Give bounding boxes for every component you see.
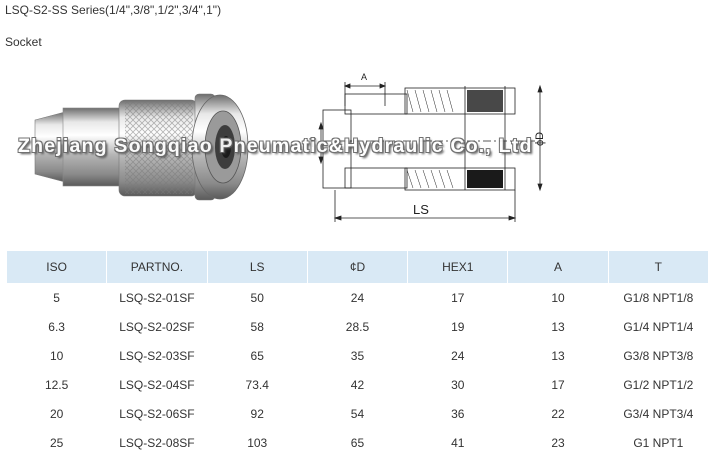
- cell-ls: 73.4: [206, 370, 308, 400]
- cell-d: 28.5: [306, 312, 409, 342]
- table-row: 12.5 LSQ-S2-04SF 73.4 42 30 17 G1/2 NPT1…: [5, 370, 710, 400]
- cell-a: 10: [507, 283, 609, 313]
- cell-d: 65: [306, 428, 409, 458]
- cell-ls: 92: [206, 399, 308, 429]
- header-d: ¢D: [306, 250, 409, 284]
- cell-iso: 25: [5, 428, 108, 458]
- cell-iso: 5: [5, 283, 108, 313]
- header-hex1: HEX1: [407, 250, 509, 284]
- table-row: 6.3 LSQ-S2-02SF 58 28.5 19 13 G1/4 NPT1/…: [5, 312, 710, 342]
- dimension-label-a: A: [361, 72, 367, 82]
- page-title: LSQ-S2-SS Series(1/4",3/8",1/2",3/4",1"): [5, 3, 222, 17]
- technical-drawing: A T ϕD LS: [309, 72, 546, 222]
- page-subtitle: Socket: [5, 35, 42, 49]
- table-row: 25 LSQ-S2-08SF 103 65 41 23 G1 NPT1: [5, 428, 710, 458]
- header-partno: PARTNO.: [106, 250, 208, 284]
- cell-a: 13: [507, 341, 609, 371]
- cell-t: G1 NPT1: [607, 428, 710, 458]
- cell-hex1: 24: [407, 341, 509, 371]
- cell-ls: 103: [206, 428, 308, 458]
- table-row: 10 LSQ-S2-03SF 65 35 24 13 G3/8 NPT3/8: [5, 341, 710, 371]
- cell-partno: LSQ-S2-01SF: [106, 283, 208, 313]
- cell-partno: LSQ-S2-03SF: [106, 341, 208, 371]
- cell-partno: LSQ-S2-06SF: [106, 399, 208, 429]
- dimension-label-d: ϕD: [534, 132, 546, 146]
- cell-a: 23: [507, 428, 609, 458]
- cell-d: 42: [306, 370, 409, 400]
- cell-partno: LSQ-S2-04SF: [106, 370, 208, 400]
- cell-hex1: 41: [407, 428, 509, 458]
- cell-t: G1/8 NPT1/8: [607, 283, 710, 313]
- cell-t: G3/4 NPT3/4: [607, 399, 710, 429]
- header-iso: ISO: [5, 250, 108, 284]
- product-photo: [34, 93, 249, 201]
- cell-partno: LSQ-S2-02SF: [106, 312, 208, 342]
- cell-ls: 65: [206, 341, 308, 371]
- cell-d: 54: [306, 399, 409, 429]
- cell-d: 24: [306, 283, 409, 313]
- cell-iso: 20: [5, 399, 108, 429]
- cell-ls: 58: [206, 312, 308, 342]
- cell-t: G1/4 NPT1/4: [607, 312, 710, 342]
- table-header-row: ISO PARTNO. LS ¢D HEX1 A T: [5, 250, 710, 284]
- cell-t: G3/8 NPT3/8: [607, 341, 710, 371]
- cell-t: G1/2 NPT1/2: [607, 370, 710, 400]
- company-watermark: Zhejiang Songqiao Pneumatic&Hydraulic Co…: [18, 135, 533, 157]
- table-row: 20 LSQ-S2-06SF 92 54 36 22 G3/4 NPT3/4: [5, 399, 710, 429]
- table-row: 5 LSQ-S2-01SF 50 24 17 10 G1/8 NPT1/8: [5, 283, 710, 313]
- spec-table: ISO PARTNO. LS ¢D HEX1 A T 5 LSQ-S2-01SF…: [5, 250, 710, 458]
- cell-iso: 10: [5, 341, 108, 371]
- cell-d: 35: [306, 341, 409, 371]
- header-ls: LS: [206, 250, 308, 284]
- cell-ls: 50: [206, 283, 308, 313]
- cell-hex1: 19: [407, 312, 509, 342]
- cell-a: 17: [507, 370, 609, 400]
- header-a: A: [507, 250, 609, 284]
- cell-a: 22: [507, 399, 609, 429]
- cell-iso: 12.5: [5, 370, 108, 400]
- header-t: T: [607, 250, 710, 284]
- cell-partno: LSQ-S2-08SF: [106, 428, 208, 458]
- dimension-label-ls: LS: [413, 202, 429, 217]
- cell-hex1: 36: [407, 399, 509, 429]
- cell-iso: 6.3: [5, 312, 108, 342]
- cell-hex1: 30: [407, 370, 509, 400]
- dimension-label-t: T: [309, 136, 317, 150]
- cell-a: 13: [507, 312, 609, 342]
- cell-hex1: 17: [407, 283, 509, 313]
